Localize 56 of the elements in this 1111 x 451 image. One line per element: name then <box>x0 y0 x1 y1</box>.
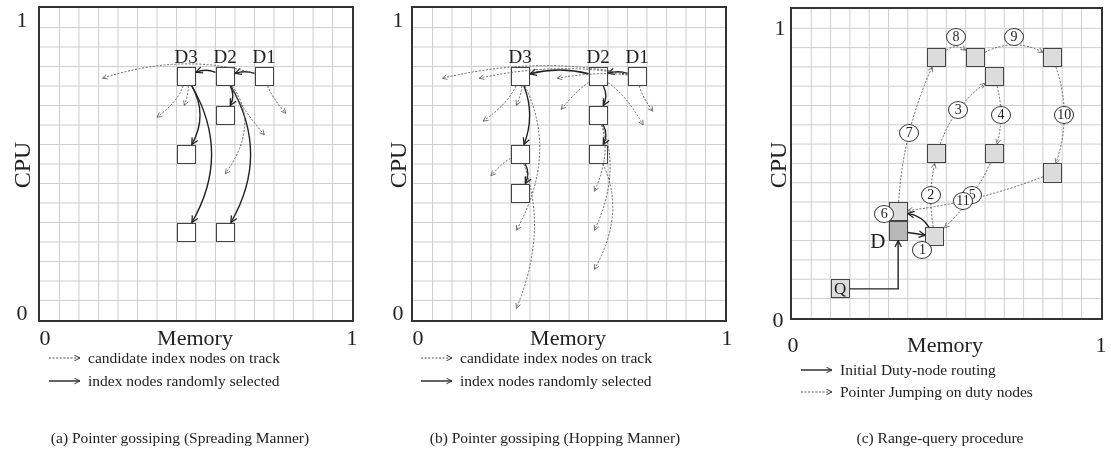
tick-label: 0 <box>412 327 424 349</box>
tick-label: 0 <box>392 302 404 324</box>
legend-text: index nodes randomly selected <box>460 373 652 389</box>
arrow <box>907 210 930 228</box>
arrow <box>602 124 610 146</box>
legend-text: Pointer Jumping on duty nodes <box>840 384 1033 400</box>
arrow <box>229 85 237 107</box>
axis-title: Memory <box>157 327 233 349</box>
axis-title: CPU <box>386 141 410 189</box>
arrow <box>230 85 252 224</box>
arrow <box>849 239 902 290</box>
step-number: 8 <box>946 27 967 46</box>
arrow <box>234 67 256 76</box>
caption: (a) Pointer gossiping (Spreading Manner) <box>50 430 310 446</box>
arrow <box>602 85 610 107</box>
step-number: 10 <box>1054 106 1075 125</box>
arrow <box>529 68 590 77</box>
tick-label: 0 <box>772 309 784 331</box>
axis-title: CPU <box>10 141 34 189</box>
step-number: 4 <box>990 106 1011 125</box>
step-number: 6 <box>874 205 895 224</box>
caption: (b) Pointer gossiping (Hopping Manner) <box>429 430 681 446</box>
legend-text: candidate index nodes on track <box>460 350 652 366</box>
node-label: D3 <box>508 46 532 66</box>
step-number: 2 <box>920 186 941 205</box>
node-label: D2 <box>586 46 610 66</box>
axis-title: CPU <box>766 141 790 189</box>
node-label: D <box>870 230 886 252</box>
node-label: D2 <box>213 46 237 66</box>
node-label: D3 <box>174 46 198 66</box>
tick-label: 1 <box>721 327 733 349</box>
arrow <box>191 85 213 224</box>
arrow <box>195 66 217 74</box>
caption: (c) Range-query procedure <box>856 430 1024 446</box>
arrow <box>907 230 926 238</box>
tick-label: 0 <box>787 334 799 356</box>
node-label: D1 <box>252 46 276 66</box>
arrow <box>607 67 629 76</box>
legend-text: candidate index nodes on track <box>88 350 280 366</box>
axis-title: Memory <box>530 327 606 349</box>
axis-title: Memory <box>907 334 983 356</box>
tick-label: 1 <box>16 9 28 31</box>
tick-label: 1 <box>774 17 786 39</box>
step-number: 9 <box>1003 27 1024 46</box>
arrow <box>522 85 531 146</box>
tick-label: 1 <box>346 327 358 349</box>
tick-label: 0 <box>16 302 28 324</box>
tick-label: 1 <box>392 9 404 31</box>
legend-text: Initial Duty-node routing <box>840 362 996 378</box>
arrow <box>524 163 532 185</box>
tick-label: 0 <box>39 327 51 349</box>
legend-text: index nodes randomly selected <box>88 373 280 389</box>
node-label: D1 <box>625 46 649 66</box>
step-number: 3 <box>948 100 969 119</box>
step-number: 7 <box>899 123 920 142</box>
tick-label: 1 <box>1095 334 1107 356</box>
